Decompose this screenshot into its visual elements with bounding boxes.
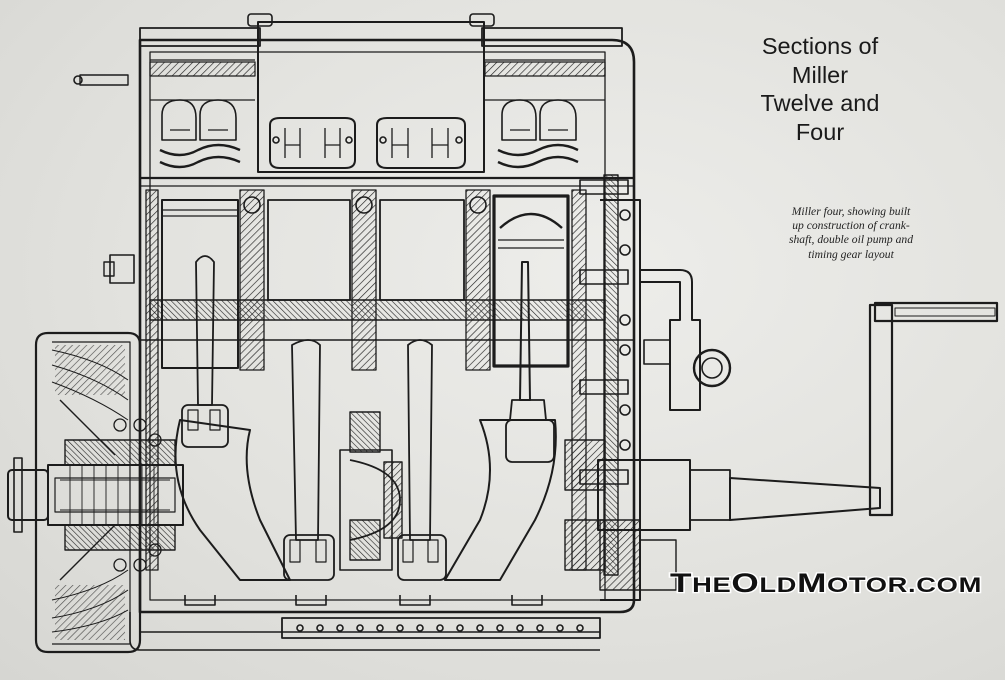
cylinder-head [139,13,634,187]
caption-line: shaft, double oil pump and [789,233,913,247]
title-line: Four [795,118,845,145]
crankshaft [174,411,606,606]
timing-gear-case [579,174,999,601]
left-fittings [73,74,135,284]
caption-line: Miller four, showing built [791,205,911,218]
cylinder-block [140,189,634,571]
oil-gallery [281,617,601,639]
crankcase-outline [129,38,636,651]
flywheel-fan [34,331,142,654]
caption-line: up construction of crank- [792,219,910,233]
title-line: Miller [791,61,849,88]
title-line: Sections of [761,33,879,59]
figure-caption: Miller four, showing built up constructi… [726,205,976,262]
title-line: Twelve and [760,90,880,116]
caption-line: timing gear layout [808,247,894,261]
figure-title: Sections of Miller Twelve and Four [740,32,900,146]
